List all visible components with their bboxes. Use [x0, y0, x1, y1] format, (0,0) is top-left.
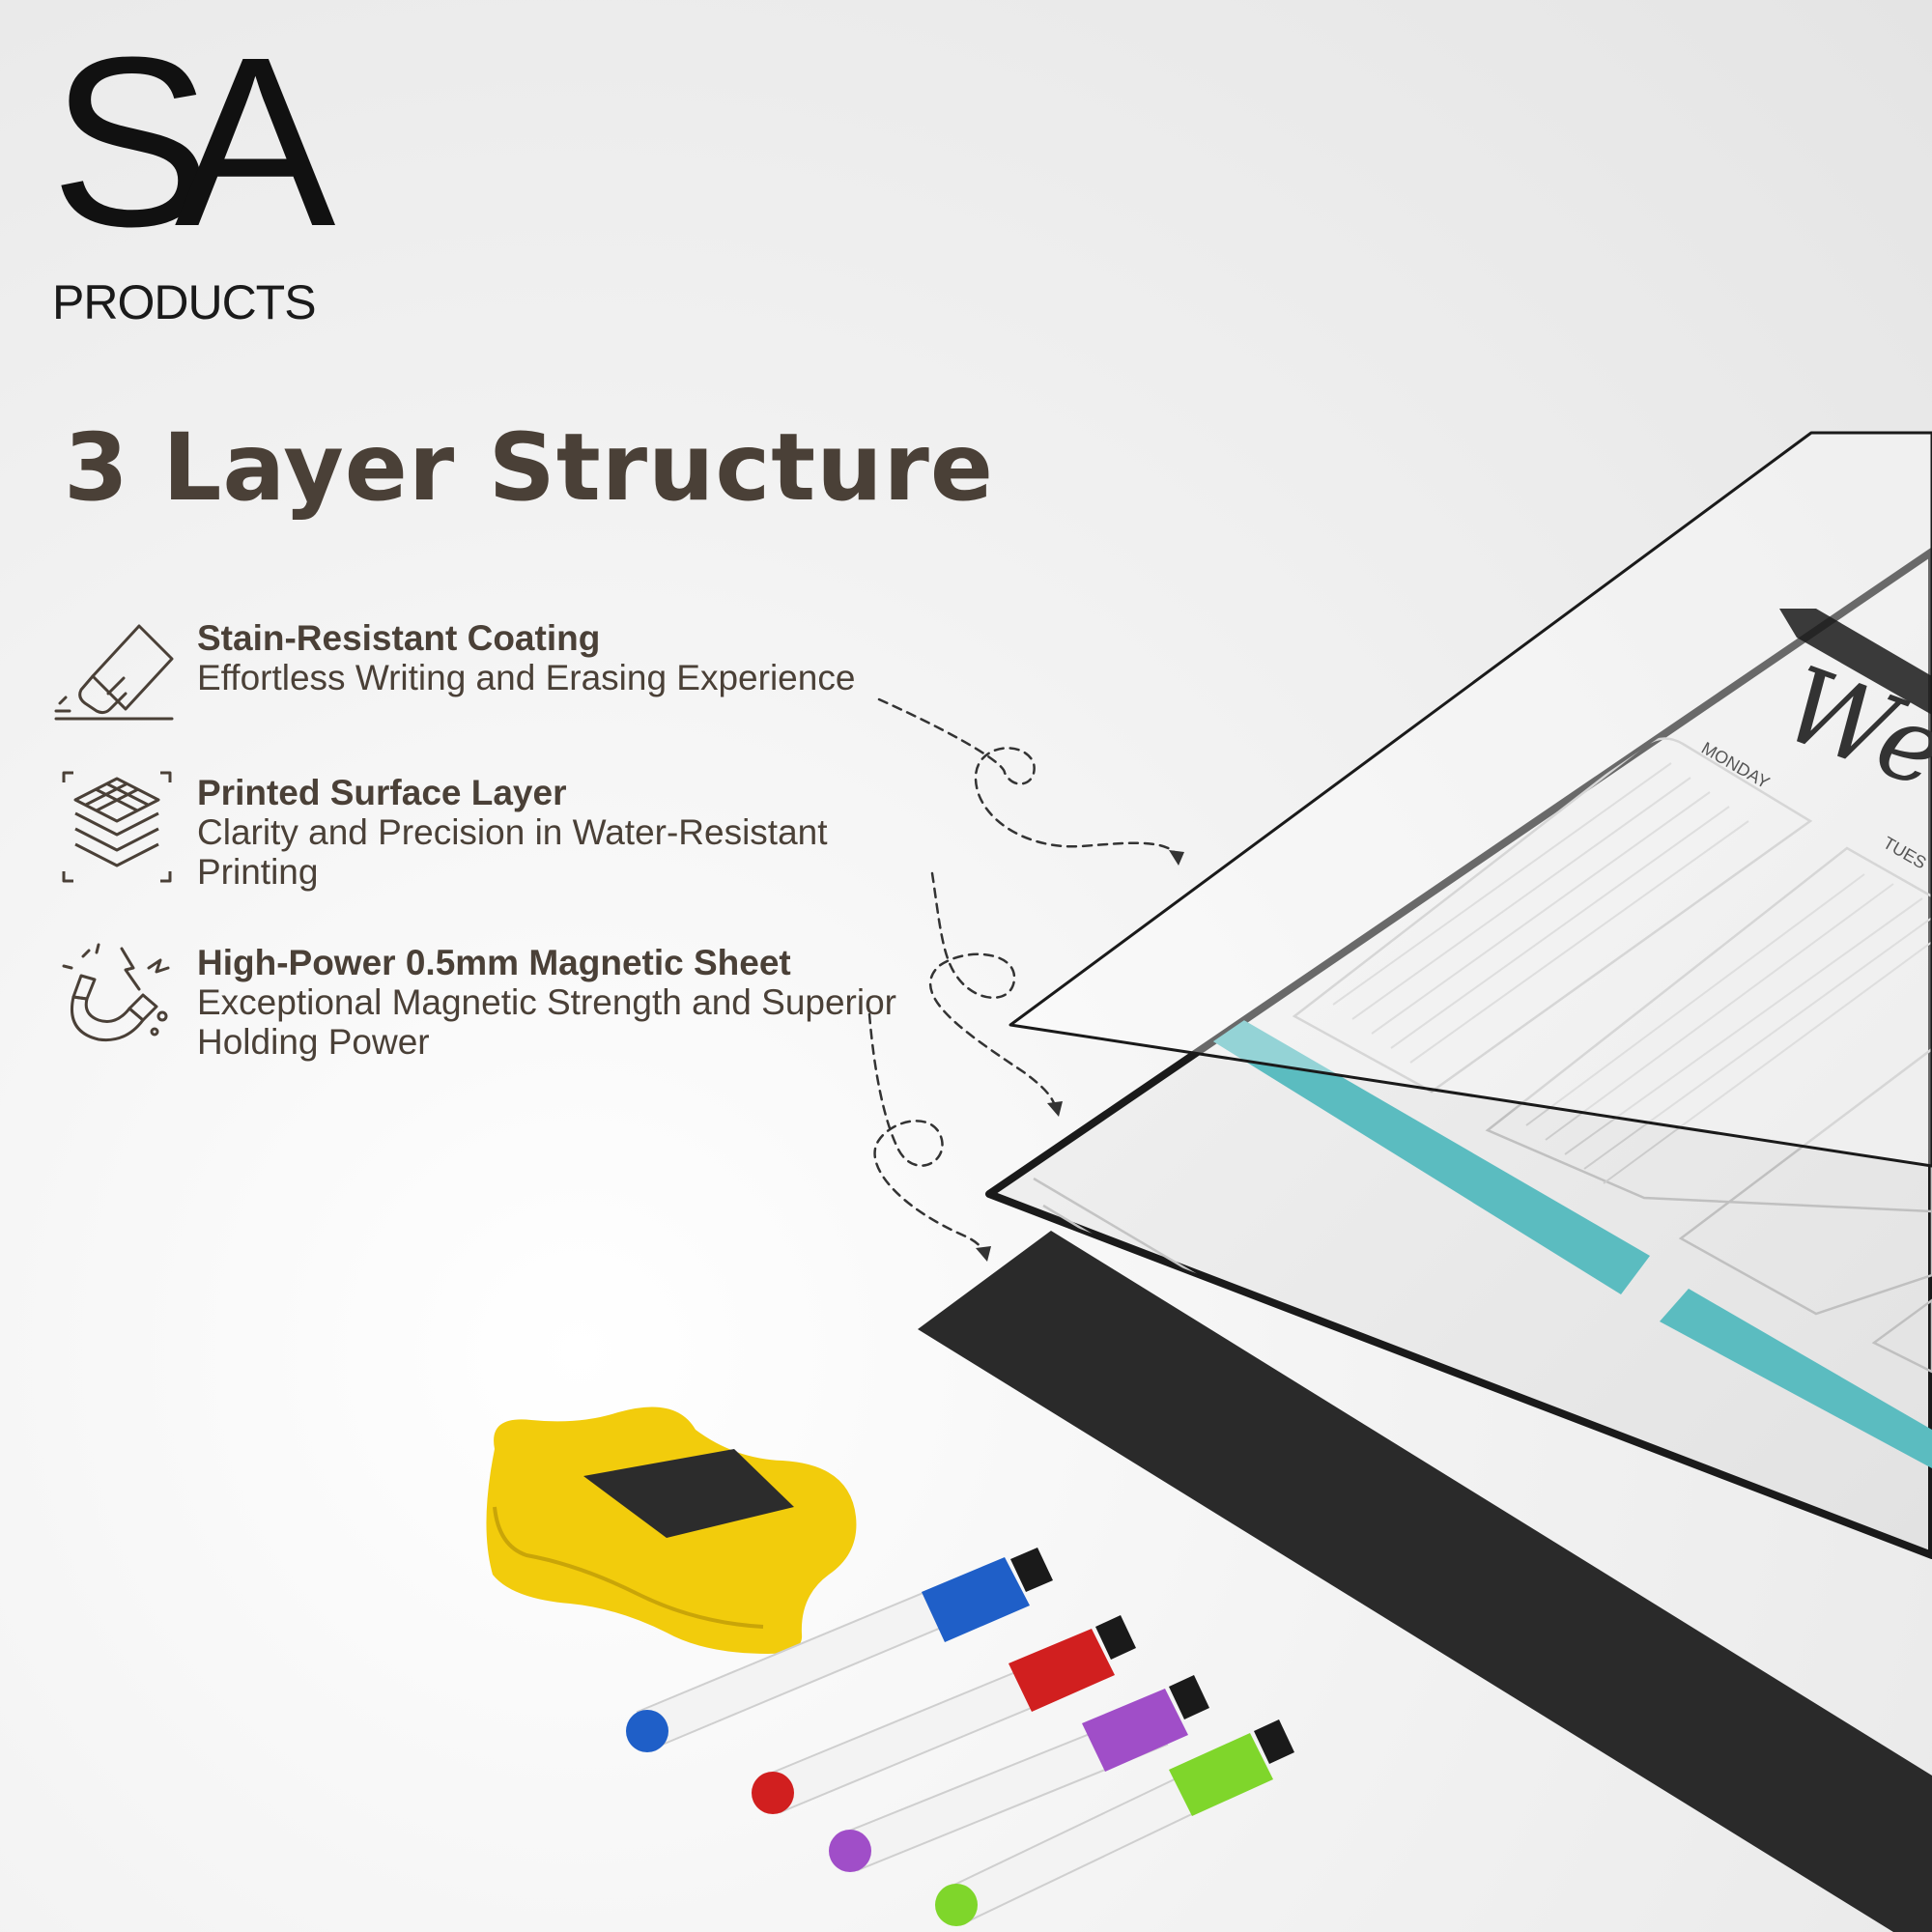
marker-green — [935, 1719, 1294, 1926]
marker-blue — [626, 1548, 1053, 1752]
page-title: 3 Layer Structure — [64, 413, 994, 522]
arrow-coating — [877, 697, 1180, 860]
feature-description: Exceptional Magnetic Strength and Superi… — [197, 982, 896, 1062]
feature-title: High-Power 0.5mm Magnetic Sheet — [197, 943, 791, 982]
magnetic-sheet-layer — [918, 1231, 1932, 1932]
marker-purple — [829, 1675, 1209, 1872]
feature-title: Printed Surface Layer — [197, 773, 567, 812]
arrow-magnetic — [867, 1012, 987, 1258]
teal-band-right — [1660, 1289, 1932, 1468]
logo-sa: SA — [50, 7, 335, 276]
teal-band-left — [1188, 1005, 1650, 1294]
feature-description: Clarity and Precision in Water-Resistant… — [197, 812, 828, 892]
coating-layer — [1009, 431, 1932, 1168]
logo-products: PRODUCTS — [52, 275, 317, 329]
eraser-product — [486, 1406, 857, 1654]
layers-icon — [62, 771, 172, 883]
arrow-printed — [928, 871, 1058, 1111]
magnet-icon — [62, 943, 170, 1042]
tuesday-column — [1485, 846, 1932, 1213]
brand-logo: SA PRODUCTS — [50, 21, 335, 327]
feature-title: Stain-Resistant Coating — [197, 618, 601, 658]
marker-red — [752, 1615, 1136, 1814]
eraser-icon — [54, 624, 174, 721]
feature-description: Effortless Writing and Erasing Experienc… — [197, 658, 856, 697]
